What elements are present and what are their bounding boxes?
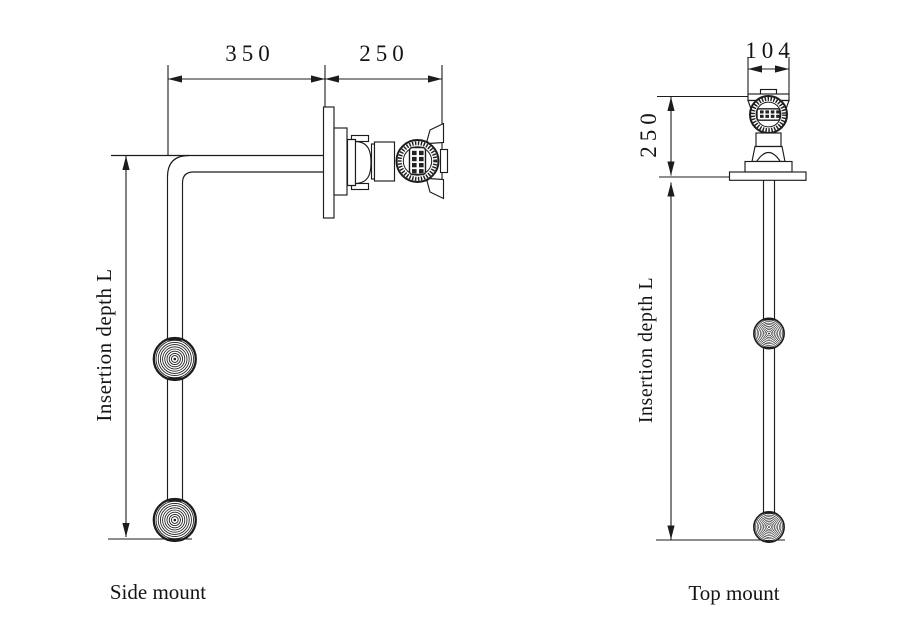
- float-ball: [152, 336, 198, 382]
- dim-label-104: 104: [745, 38, 795, 63]
- top-mount-caption: Top mount: [688, 581, 779, 605]
- knurled-ring: [397, 141, 438, 181]
- dim-label-insertion-depth: Insertion depth L: [92, 268, 116, 421]
- conduit-boss: [439, 148, 449, 174]
- lcd-segments: [760, 110, 780, 118]
- flange-hub: [744, 160, 793, 173]
- gland-body: [346, 138, 357, 187]
- top-mount-dim-width: 104: [745, 38, 795, 73]
- side-mount-pipe: [111, 154, 324, 500]
- gland-trapezoid: [751, 145, 786, 163]
- gland-cap: [350, 134, 370, 143]
- pipe-inner-bend: [181, 171, 194, 500]
- gland-dome: [354, 140, 372, 185]
- side-mount-dim-head: 250: [325, 41, 442, 83]
- top-mount-transmitter-head: [728, 88, 807, 181]
- top-mount-dim-insertion: Insertion depth L: [635, 182, 675, 540]
- side-mount-view: 350 250 Insertion depth L: [92, 41, 449, 604]
- dim-label-250: 250: [636, 108, 661, 158]
- side-mount-transmitter-head: [322, 106, 449, 219]
- float-ball: [152, 497, 198, 543]
- knurled-ring: [750, 96, 787, 133]
- lcd-segments: [412, 150, 424, 174]
- side-mount-dim-arm: 350: [168, 41, 325, 83]
- mounting-flange: [322, 106, 335, 219]
- dim-label-250: 250: [359, 41, 409, 66]
- mounting-flange: [728, 171, 807, 181]
- gland-dome: [756, 151, 781, 162]
- pipe-outer-bend: [166, 154, 190, 500]
- side-mount-dim-insertion: Insertion depth L: [92, 156, 130, 537]
- float-ball: [753, 317, 785, 350]
- gland-cap: [350, 182, 370, 191]
- top-mount-dim-neck: 250: [636, 97, 675, 176]
- housing-neck: [373, 141, 396, 182]
- flange-adapter: [333, 127, 348, 196]
- top-mount-view: 104 250 Insertion depth L: [635, 38, 807, 605]
- dim-label-350: 350: [225, 41, 275, 66]
- dim-label-insertion-depth: Insertion depth L: [635, 277, 657, 423]
- housing-neck: [755, 132, 782, 148]
- float-ball: [753, 511, 785, 543]
- side-mount-caption: Side mount: [110, 580, 206, 604]
